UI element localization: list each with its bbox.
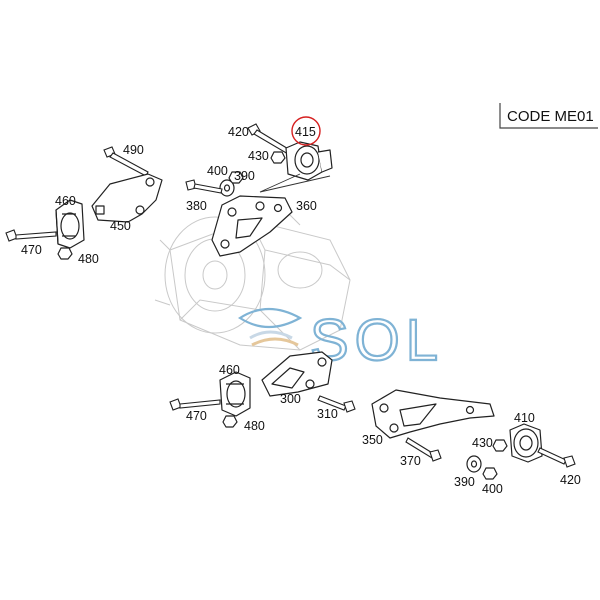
part-label-400-upper: 400 — [207, 164, 228, 178]
watermark: SOL — [237, 307, 439, 374]
part-label-490: 490 — [123, 143, 144, 157]
part-label-360: 360 — [296, 199, 317, 213]
part-label-300: 300 — [280, 392, 301, 406]
part-label-420-upper: 420 — [228, 125, 249, 139]
bolt-490 — [103, 146, 149, 177]
part-label-370: 370 — [400, 454, 421, 468]
part-label-420-lower: 420 — [560, 473, 581, 487]
part-label-460-upper: 460 — [55, 194, 76, 208]
nut-400-upper — [228, 171, 244, 184]
part-label-470-lower: 470 — [186, 409, 207, 423]
bolt-380 — [185, 179, 223, 194]
bolt-420-lower — [537, 447, 576, 468]
bolt-470-lower — [169, 398, 221, 411]
part-label-390-lower: 390 — [454, 475, 475, 489]
part-label-410: 410 — [514, 411, 535, 425]
part-label-460-lower: 460 — [219, 363, 240, 377]
part-label-480-upper: 480 — [78, 252, 99, 266]
bracket-360 — [211, 195, 293, 257]
bracket-300 — [261, 351, 333, 397]
mount-415 — [285, 141, 333, 181]
code-label: CODE ME01 — [507, 108, 594, 125]
nut-430-lower — [492, 439, 508, 452]
part-label-450: 450 — [110, 219, 131, 233]
mount-460-upper — [55, 199, 85, 249]
bolt-370 — [405, 437, 442, 462]
washer-390-lower — [466, 455, 482, 473]
part-label-430-upper: 430 — [248, 149, 269, 163]
nut-400-lower — [482, 467, 498, 480]
mount-410 — [509, 423, 543, 463]
nut-430-upper — [270, 151, 286, 164]
part-label-310: 310 — [317, 407, 338, 421]
mount-460-lower — [219, 371, 251, 417]
part-labels: 420 415 430 490 400 390 380 360 460 450 … — [21, 125, 581, 496]
nut-480-lower — [222, 415, 238, 428]
part-label-400-lower: 400 — [482, 482, 503, 496]
part-label-480-lower: 480 — [244, 419, 265, 433]
bolt-310 — [317, 395, 356, 413]
highlight-circle — [291, 116, 321, 146]
part-label-430-lower: 430 — [472, 436, 493, 450]
nut-480-upper — [57, 247, 73, 260]
bolt-470-upper — [5, 229, 57, 242]
part-label-415: 415 — [295, 125, 316, 139]
part-label-350: 350 — [362, 433, 383, 447]
part-label-390-upper: 390 — [234, 169, 255, 183]
bracket-450 — [91, 173, 163, 223]
bracket-350 — [371, 389, 495, 439]
code-box: CODE ME01 — [499, 103, 598, 129]
washer-390-upper — [219, 179, 235, 197]
part-label-380: 380 — [186, 199, 207, 213]
part-label-470-upper: 470 — [21, 243, 42, 257]
